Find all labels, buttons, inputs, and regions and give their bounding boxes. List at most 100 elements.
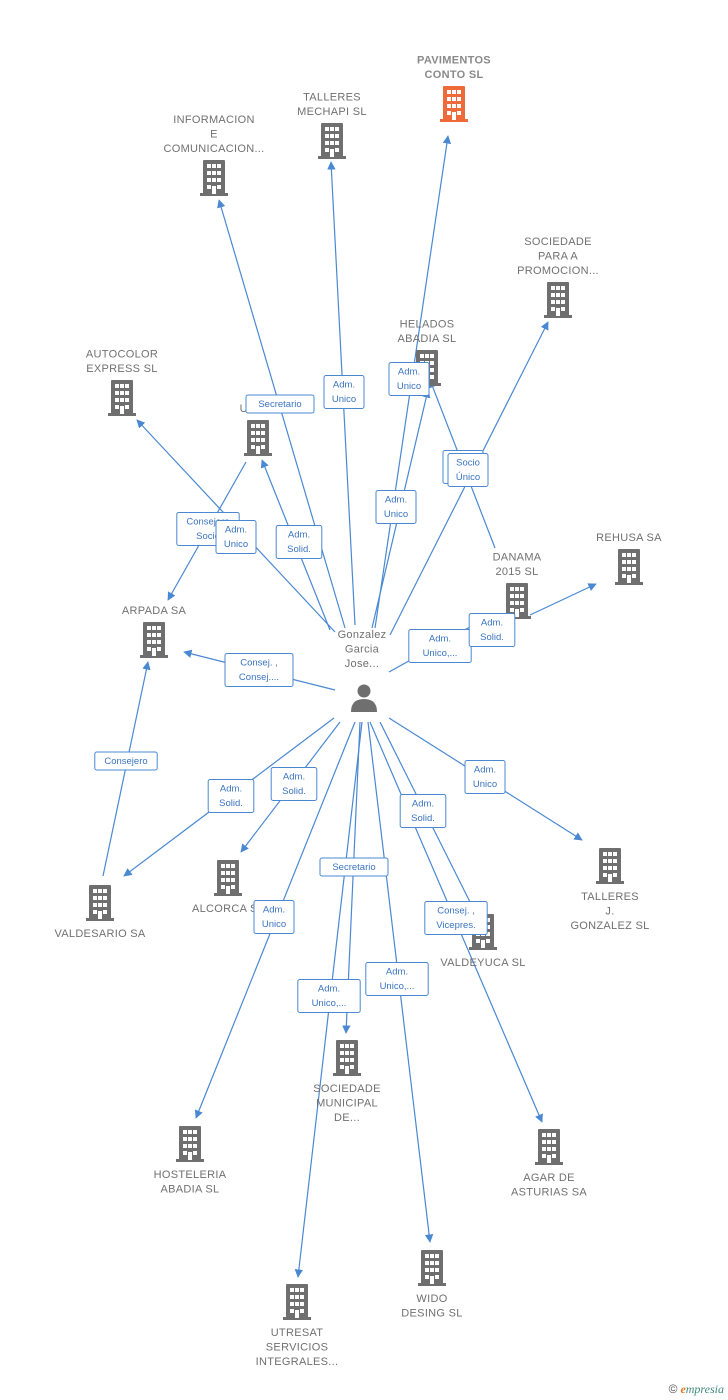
relation-label-box[interactable]	[399, 794, 447, 828]
company-name-line: INTEGRALES...	[256, 1356, 339, 1368]
company-node-informacion[interactable]: INFORMACIONECOMUNICACION...	[163, 114, 264, 196]
company-name-line: HELADOS	[400, 319, 455, 331]
person-icon[interactable]	[351, 684, 377, 713]
building-icon[interactable]	[283, 1284, 311, 1320]
building-icon[interactable]	[318, 123, 346, 159]
relation-label-text: Consejero	[186, 517, 229, 528]
building-icon[interactable]	[596, 848, 624, 884]
company-node-valdeyuca[interactable]: VALDEYUCA SL	[440, 914, 525, 969]
relation-label[interactable]: Secretario	[319, 857, 389, 877]
relation-label-box[interactable]	[297, 979, 361, 1013]
relation-label[interactable]: Adm.Solid.	[275, 525, 323, 559]
company-node-rehusa[interactable]: REHUSA SA	[596, 532, 662, 585]
company-name-line: E	[210, 129, 218, 141]
building-icon[interactable]	[200, 160, 228, 196]
building-icon[interactable]	[615, 549, 643, 585]
relation-label[interactable]: Adm.Solid.	[207, 779, 255, 813]
relation-label[interactable]: Adm.Unico	[388, 362, 430, 396]
relation-label[interactable]: Consej. ,Vicepres.	[424, 901, 488, 935]
relation-label[interactable]: Adm.Solid.	[468, 613, 516, 647]
company-name-line: SOCIEDADE	[313, 1083, 381, 1095]
relation-label-box[interactable]	[253, 900, 295, 934]
company-name-line: COMUNICACION...	[163, 143, 264, 155]
relation-label[interactable]: Secretario	[245, 394, 315, 414]
company-node-arpada[interactable]: ARPADA SA	[122, 605, 187, 658]
company-name-line: HOSTELERIA	[154, 1169, 227, 1181]
relation-label-text: Adm.	[283, 772, 305, 783]
company-name-line: DE...	[334, 1112, 360, 1124]
relation-label[interactable]: Adm.Unico,...	[365, 962, 429, 996]
relation-label-box[interactable]	[319, 857, 389, 877]
company-node-wido[interactable]: WIDO DESING SL	[401, 1250, 462, 1320]
relation-label-box[interactable]	[94, 751, 158, 771]
relation-label[interactable]: Adm.Unico	[215, 520, 257, 554]
company-node-sociedade-municipal[interactable]: SOCIEDADEMUNICIPALDE...	[313, 1040, 381, 1124]
relation-label-box[interactable]	[275, 525, 323, 559]
relation-label-box[interactable]	[375, 490, 417, 524]
building-icon[interactable]	[140, 622, 168, 658]
relation-label[interactable]: Adm.Solid.	[399, 794, 447, 828]
relation-label-box[interactable]	[468, 613, 516, 647]
relation-label-text: Unico	[384, 509, 408, 520]
building-icon[interactable]	[544, 282, 572, 318]
building-icon[interactable]	[333, 1040, 361, 1076]
relation-label[interactable]: Adm.Unico	[323, 375, 365, 409]
building-icon[interactable]	[86, 885, 114, 921]
company-name-line: REHUSA SA	[596, 532, 662, 544]
relation-label[interactable]: Adm.Unico	[375, 490, 417, 524]
building-icon[interactable]	[244, 420, 272, 456]
building-icon[interactable]	[108, 380, 136, 416]
company-node-utresat[interactable]: UTRESAT SERVICIOS INTEGRALES...	[256, 1284, 339, 1368]
relation-label-box[interactable]	[388, 362, 430, 396]
person-name-line: Garcia	[345, 644, 380, 656]
relation-label[interactable]: Consejero	[94, 751, 158, 771]
relation-label-text: Adm.	[333, 380, 355, 391]
relation-label[interactable]: Adm. Solid.	[270, 767, 318, 801]
company-name-line: J.	[605, 906, 614, 918]
relation-label-text: Adm.	[288, 530, 310, 541]
relation-label[interactable]: Adm.Unico,...	[408, 629, 472, 663]
person-name-line: Gonzalez	[338, 629, 387, 641]
relation-label-box[interactable]	[270, 767, 318, 801]
company-name-line: UTRESAT	[271, 1327, 324, 1339]
relation-label-text: Solid.	[282, 786, 306, 797]
relation-label-box[interactable]	[323, 375, 365, 409]
relation-label-box[interactable]	[215, 520, 257, 554]
relation-label-text: Secretario	[258, 399, 301, 410]
relation-label-box[interactable]	[207, 779, 255, 813]
relation-label-text: Solid.	[480, 632, 504, 643]
company-node-alcorca[interactable]: ALCORCA SL	[192, 860, 264, 915]
building-icon[interactable]	[418, 1250, 446, 1286]
company-name-line: WIDO	[416, 1293, 447, 1305]
relation-label[interactable]: Adm.Unico	[253, 900, 295, 934]
relation-label-box[interactable]	[224, 653, 294, 687]
building-icon[interactable]	[214, 860, 242, 896]
relation-label-box[interactable]	[365, 962, 429, 996]
relation-label-box[interactable]	[245, 394, 315, 414]
building-icon[interactable]	[535, 1129, 563, 1165]
relation-label[interactable]: Consej. ,Consej....	[224, 653, 294, 687]
company-node-valdesario[interactable]: VALDESARIO SA	[54, 885, 146, 940]
building-icon[interactable]	[440, 86, 468, 122]
building-icon[interactable]	[176, 1126, 204, 1162]
relation-label[interactable]: Adm.Unico,...	[297, 979, 361, 1013]
relation-label-box[interactable]	[424, 901, 488, 935]
company-name-line: AUTOCOLOR	[86, 349, 158, 361]
company-name-line: 2015 SL	[495, 566, 538, 578]
company-name-line: SERVICIOS	[266, 1342, 328, 1354]
relation-label-box[interactable]	[464, 760, 506, 794]
relation-label[interactable]: Adm.Unico	[464, 760, 506, 794]
relation-label-box[interactable]	[447, 453, 489, 487]
person-node[interactable]: GonzalezGarciaJose...	[338, 629, 387, 712]
company-name-line: DESING SL	[401, 1308, 462, 1320]
